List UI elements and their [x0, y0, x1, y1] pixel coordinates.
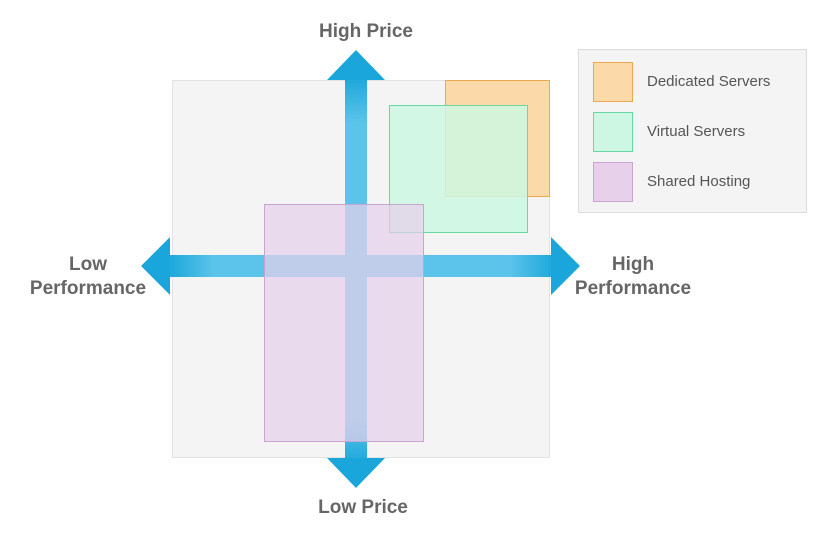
high-performance-label-line2: Performance: [574, 278, 692, 299]
high-performance-label: High Performance: [563, 253, 703, 301]
shared-hosting-zone: [264, 204, 424, 442]
low-price-arrowhead: [327, 458, 385, 488]
legend-item-virtual-servers: Virtual Servers: [593, 112, 803, 152]
legend-item-dedicated-servers: Dedicated Servers: [593, 62, 803, 102]
high-price-label: High Price: [319, 21, 413, 42]
low-performance-arrowhead: [141, 237, 170, 295]
low-price-label: Low Price: [318, 497, 408, 518]
high-performance-arrowhead: [551, 237, 580, 295]
legend-label-shared-hosting: Shared Hosting: [647, 173, 751, 190]
high-price-arrowhead: [327, 50, 385, 80]
legend-swatch-shared-hosting: [593, 162, 633, 202]
low-performance-label: Low Performance: [18, 253, 158, 301]
legend-swatch-dedicated-servers: [593, 62, 633, 102]
low-performance-label-line1: Low: [69, 254, 107, 275]
legend-label-virtual-servers: Virtual Servers: [647, 123, 746, 140]
legend: Dedicated Servers Virtual Servers Shared…: [578, 49, 807, 213]
legend-label-dedicated-servers: Dedicated Servers: [647, 73, 771, 90]
high-performance-label-line1: High: [611, 254, 655, 275]
legend-item-shared-hosting: Shared Hosting: [593, 162, 803, 202]
legend-swatch-virtual-servers: [593, 112, 633, 152]
low-performance-label-line2: Performance: [29, 278, 147, 299]
